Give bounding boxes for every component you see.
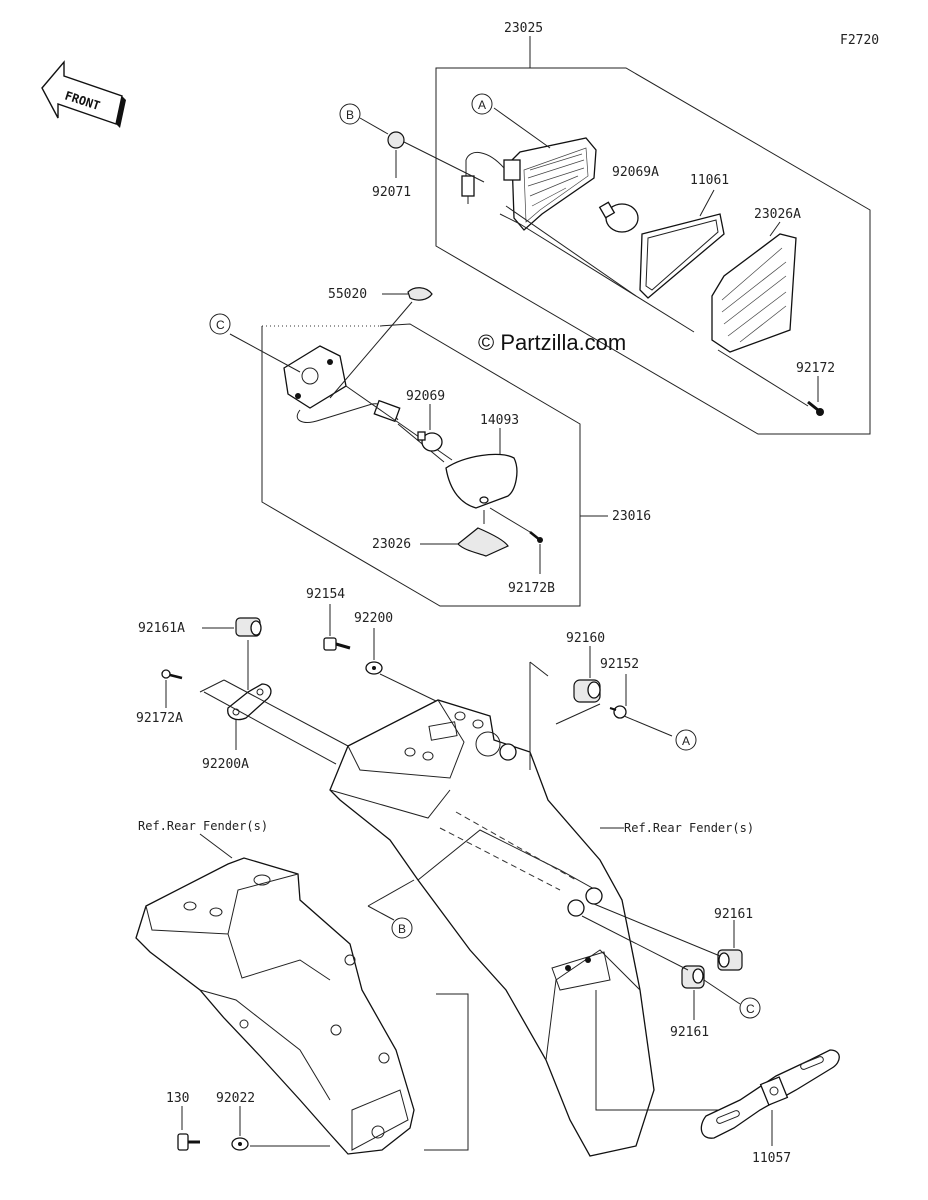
part-92069-label: 92069: [406, 389, 445, 404]
callout-c-top: C: [209, 313, 231, 335]
bolt-92154: [323, 637, 351, 651]
grommet-92161-right: [717, 949, 743, 971]
part-92071-label: 92071: [372, 185, 411, 200]
screw-92172: [807, 400, 824, 416]
part-23026a-label: 23026A: [754, 207, 801, 222]
part-130-label: 130: [166, 1091, 189, 1106]
license-light-socket: [283, 345, 401, 423]
part-11061-label: 11061: [690, 173, 729, 188]
svg-text:A: A: [478, 98, 486, 112]
license-light-assembly-23016: 23016 55020 92069: [209, 287, 651, 607]
license-bracket-11057: [700, 1049, 840, 1139]
svg-text:C: C: [216, 318, 225, 332]
reflector-23026: [457, 527, 509, 557]
svg-text:B: B: [346, 108, 354, 122]
lens-14093: [445, 453, 518, 509]
part-92154-label: 92154: [306, 587, 345, 602]
mounting-hardware: 92161A 92172A 92200A 92154: [136, 587, 761, 1151]
gasket-11061: [639, 213, 725, 299]
part-23025-label: 23025: [504, 21, 543, 36]
callout-b-mid: B: [391, 917, 413, 939]
part-92161-bottom-label: 92161: [670, 1025, 709, 1040]
ref-rear-fender-right: Ref.Rear Fender(s): [624, 821, 754, 835]
part-92161a-label: 92161A: [138, 621, 185, 636]
bulb-92069a: [598, 201, 639, 233]
part-92172-label: 92172: [796, 361, 835, 376]
part-23016-label: 23016: [612, 509, 651, 524]
callout-a-mid: A: [675, 729, 697, 751]
part-92152-label: 92152: [600, 657, 639, 672]
part-92200a-label: 92200A: [202, 757, 249, 772]
grommet-92071: [387, 131, 405, 149]
part-14093-label: 14093: [480, 413, 519, 428]
inner-rear-fender-reference: [135, 833, 415, 1155]
screw-92172a: [161, 669, 183, 680]
diagram-code: F2720: [840, 33, 879, 48]
clip-55020: [407, 287, 433, 301]
part-92022-label: 92022: [216, 1091, 255, 1106]
callout-b-top: B: [339, 103, 361, 125]
bulb-92069: [417, 431, 443, 452]
part-92069a-label: 92069A: [612, 165, 659, 180]
tail-light-assembly-23025: 23025 92069A: [339, 21, 871, 435]
screw-92172b: [529, 531, 543, 543]
part-92172b-label: 92172B: [508, 581, 555, 596]
part-23026-label: 23026: [372, 537, 411, 552]
washer-92200: [365, 661, 383, 675]
lens-23026a: [711, 233, 797, 353]
grommet-92160: [573, 679, 601, 703]
bolt-130: [177, 1133, 200, 1151]
tail-light-housing: [461, 137, 597, 231]
part-55020-label: 55020: [328, 287, 367, 302]
collar-92161a: [235, 617, 262, 637]
part-92161-top-label: 92161: [714, 907, 753, 922]
grommet-92161-lower: [681, 965, 705, 989]
callout-c-mid: C: [739, 997, 761, 1019]
svg-text:A: A: [682, 734, 690, 748]
svg-text:B: B: [398, 922, 406, 936]
partzilla-watermark: © Partzilla.com: [478, 330, 626, 355]
washer-92022: [231, 1137, 249, 1151]
pin-92152: [609, 705, 627, 719]
part-92172a-label: 92172A: [136, 711, 183, 726]
front-arrow-icon: FRONT: [41, 60, 126, 128]
part-92200-label: 92200: [354, 611, 393, 626]
part-92160-label: 92160: [566, 631, 605, 646]
svg-text:C: C: [746, 1002, 755, 1016]
rear-fender-main: [329, 699, 655, 1157]
ref-rear-fender-left: Ref.Rear Fender(s): [138, 819, 268, 833]
part-11057-label: 11057: [752, 1151, 791, 1166]
callout-a-top: A: [471, 93, 493, 115]
